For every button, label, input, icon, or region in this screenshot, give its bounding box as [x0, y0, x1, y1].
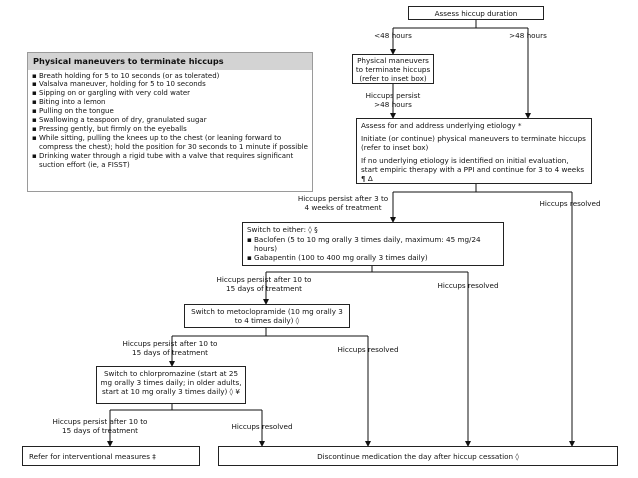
inset-item: Pulling on the tongue [32, 107, 308, 116]
metoclopramide-box: Switch to metoclopramide (10 mg orally 3… [184, 304, 350, 328]
resolved-4-label: Hiccups resolved [231, 422, 293, 431]
persist-10to15-c-label: Hiccups persist after 10 to 15 days of t… [52, 417, 148, 435]
switch-list: Baclofen (5 to 10 mg orally 3 times dail… [247, 235, 499, 262]
inset-item: Biting into a lemon [32, 98, 308, 107]
refer-box: Refer for interventional measures ‡ [22, 446, 200, 466]
physical-maneuvers-box: Physical maneuvers to terminate hiccups … [352, 54, 434, 84]
persist-10to15-b-label: Hiccups persist after 10 to 15 days of t… [122, 339, 218, 357]
gt48-label: >48 hours [509, 31, 547, 40]
switch-box: Switch to either: ◊ § Baclofen (5 to 10 … [242, 222, 504, 266]
assess-duration-box: Assess hiccup duration [408, 6, 544, 20]
switch-item: Gabapentin (100 to 400 mg orally 3 times… [247, 253, 499, 262]
inset-item: Valsalva maneuver, holding for 5 to 10 s… [32, 80, 308, 89]
switch-title: Switch to either: ◊ § [247, 225, 318, 234]
inset-list: Breath holding for 5 to 10 seconds (or a… [28, 72, 312, 170]
persist-3to4-label: Hiccups persist after 3 to 4 weeks of tr… [297, 194, 389, 212]
inset-title: Physical maneuvers to terminate hiccups [28, 53, 312, 70]
inset-item: Swallowing a teaspoon of dry, granulated… [32, 116, 308, 125]
switch-item: Baclofen (5 to 10 mg orally 3 times dail… [247, 235, 499, 253]
physical-maneuvers-inset: Physical maneuvers to terminate hiccups … [27, 52, 313, 192]
inset-item: Breath holding for 5 to 10 seconds (or a… [32, 72, 308, 81]
inset-item: Drinking water through a rigid tube with… [32, 152, 308, 170]
resolved-1-label: Hiccups resolved [539, 199, 601, 208]
chlorpromazine-box: Switch to chlorpromazine (start at 25 mg… [96, 366, 246, 404]
etiology-line-2: Initiate (or continue) physical maneuver… [361, 134, 586, 152]
persist-48-label: Hiccups persist >48 hours [365, 91, 421, 109]
inset-item: Pressing gently, but firmly on the eyeba… [32, 125, 308, 134]
inset-item: While sitting, pulling the knees up to t… [32, 134, 308, 152]
resolved-3-label: Hiccups resolved [337, 345, 399, 354]
etiology-line-3: If no underlying etiology is identified … [361, 156, 585, 183]
etiology-line-1: Assess for and address underlying etiolo… [361, 121, 522, 130]
etiology-box: Assess for and address underlying etiolo… [356, 118, 592, 184]
lt48-label: <48 hours [374, 31, 412, 40]
inset-item: Sipping on or gargling with very cold wa… [32, 89, 308, 98]
persist-10to15-a-label: Hiccups persist after 10 to 15 days of t… [216, 275, 312, 293]
discontinue-box: Discontinue medication the day after hic… [218, 446, 618, 466]
resolved-2-label: Hiccups resolved [437, 281, 499, 290]
